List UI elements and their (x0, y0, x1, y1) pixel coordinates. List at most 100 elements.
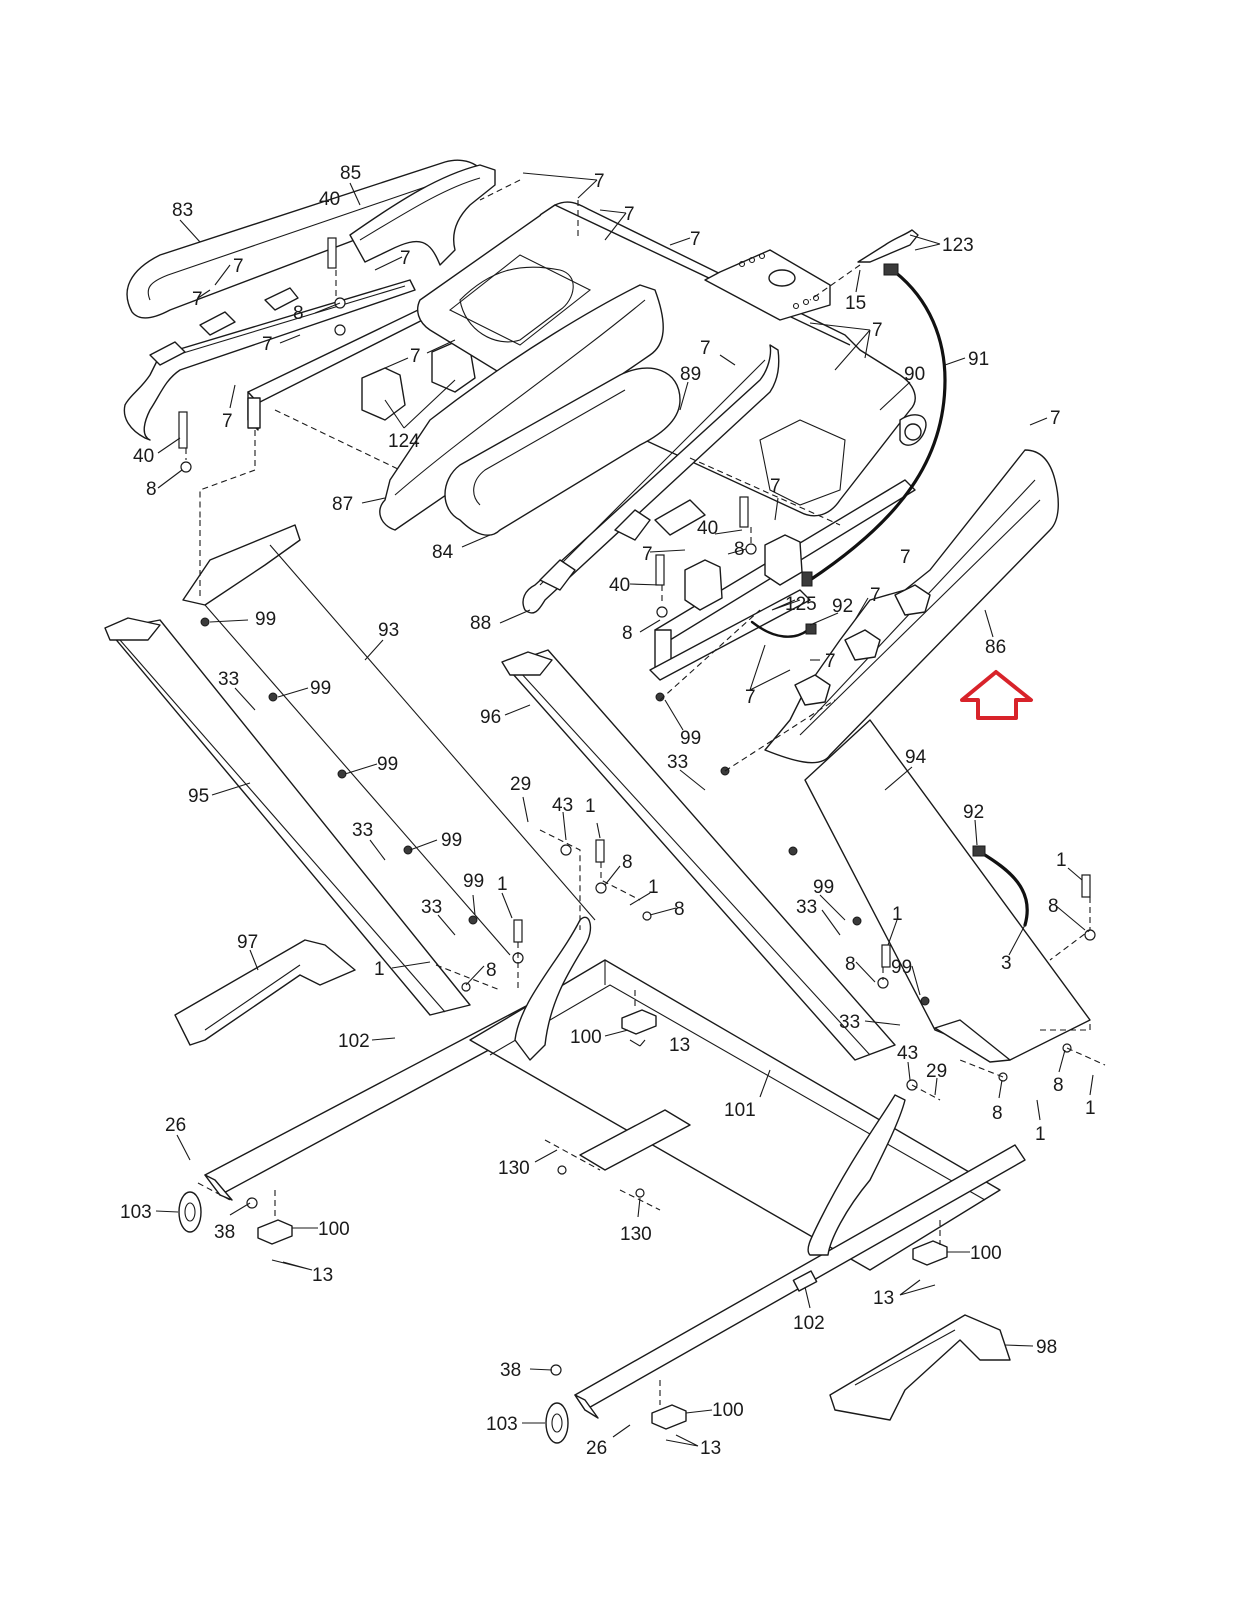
callout-102: 102 (793, 1313, 825, 1334)
callout-85: 85 (340, 163, 361, 184)
callout-7: 7 (400, 248, 411, 269)
callout-96: 96 (480, 707, 501, 728)
part-87-side-cover (379, 284, 664, 531)
part-100-feet (257, 1009, 948, 1430)
callout-40: 40 (609, 575, 630, 596)
callout-125: 125 (785, 594, 817, 615)
callout-130: 130 (498, 1158, 530, 1179)
cable-92-upper-connector (805, 623, 817, 635)
part-98-right-base-cover (829, 1314, 1011, 1421)
part-93-left-upright-cover (182, 524, 596, 956)
callout-92: 92 (963, 802, 984, 823)
callout-8: 8 (734, 539, 745, 560)
callout-7: 7 (642, 544, 653, 565)
callout-3: 3 (1001, 953, 1012, 974)
callout-92: 92 (832, 596, 853, 617)
callout-100: 100 (570, 1027, 602, 1048)
callout-99: 99 (891, 957, 912, 978)
callout-7: 7 (690, 229, 701, 250)
callout-7: 7 (594, 171, 605, 192)
callout-7: 7 (233, 256, 244, 277)
callout-29: 29 (510, 774, 531, 795)
callout-7: 7 (825, 651, 836, 672)
callout-123: 123 (942, 235, 974, 256)
callout-40: 40 (133, 446, 154, 467)
callout-7: 7 (770, 476, 781, 497)
part-88-right-rail (522, 344, 780, 614)
callout-7: 7 (624, 204, 635, 225)
callout-1: 1 (1056, 850, 1067, 871)
callout-13: 13 (669, 1035, 690, 1056)
callout-26: 26 (165, 1115, 186, 1136)
callout-8: 8 (622, 623, 633, 644)
cable-92-lower-connector (972, 845, 986, 857)
callout-43: 43 (897, 1043, 918, 1064)
callout-87: 87 (332, 494, 353, 515)
part-96-right-upright (501, 649, 896, 1061)
cable-91-connector-top (883, 263, 899, 276)
callout-7: 7 (872, 320, 883, 341)
part-123-bracket (857, 229, 919, 263)
callout-88: 88 (470, 613, 491, 634)
callout-33: 33 (421, 897, 442, 918)
callout-99: 99 (680, 728, 701, 749)
left-pivot-arm (514, 916, 906, 1256)
callout-7: 7 (262, 334, 273, 355)
callout-102: 102 (338, 1031, 370, 1052)
callout-13: 13 (700, 1438, 721, 1459)
callout-13: 13 (873, 1288, 894, 1309)
callout-84: 84 (432, 542, 454, 563)
part-85-upright-cover (349, 164, 496, 266)
callout-93: 93 (378, 620, 399, 641)
callout-1: 1 (585, 796, 596, 817)
callout-33: 33 (352, 820, 373, 841)
callout-1: 1 (497, 874, 508, 895)
callout-leader-lines (155, 172, 1094, 1447)
callout-86: 86 (985, 637, 1006, 658)
callout-13: 13 (312, 1265, 333, 1286)
callout-7: 7 (192, 289, 203, 310)
callout-101: 101 (724, 1100, 756, 1121)
callout-40: 40 (697, 518, 718, 539)
callout-124: 124 (388, 431, 420, 452)
part-84-large-cover (444, 367, 681, 536)
cable-91 (808, 270, 947, 582)
callout-98: 98 (1036, 1337, 1057, 1358)
part-103-wheel-right (545, 1402, 569, 1444)
callout-99: 99 (463, 871, 484, 892)
cable-92-upper (750, 620, 810, 638)
callout-8: 8 (992, 1103, 1003, 1124)
callout-95: 95 (188, 786, 209, 807)
cable-92-lower (978, 850, 1029, 927)
right-base-rail (574, 1144, 1026, 1419)
cable-91-connector-bottom (801, 571, 813, 587)
callout-7: 7 (222, 411, 233, 432)
console-mounting-plate (704, 249, 831, 321)
callout-103: 103 (486, 1414, 518, 1435)
callout-99: 99 (441, 830, 462, 851)
callout-1: 1 (1035, 1124, 1046, 1145)
callout-97: 97 (237, 932, 258, 953)
callout-labels: 83 85 40 7 7 7 7 7 7 7 7 7 7 7 7 7 7 7 7… (120, 163, 1096, 1459)
highlight-arrow-up-icon (960, 670, 1033, 720)
part-124-clips (361, 341, 476, 421)
callout-103: 103 (120, 1202, 152, 1223)
callout-33: 33 (796, 897, 817, 918)
callout-43: 43 (552, 795, 573, 816)
callout-100: 100 (970, 1243, 1002, 1264)
callout-1: 1 (648, 877, 659, 898)
callout-33: 33 (839, 1012, 860, 1033)
left-handrail-bracket (123, 279, 416, 441)
callout-94: 94 (905, 747, 927, 768)
callout-26: 26 (586, 1438, 607, 1459)
callout-1: 1 (892, 904, 903, 925)
part-94-right-upright-cover (804, 719, 1091, 1063)
part-103-wheel-left (178, 1191, 202, 1233)
callout-38: 38 (500, 1360, 521, 1381)
callout-33: 33 (218, 669, 239, 690)
callout-8: 8 (674, 899, 685, 920)
callout-8: 8 (1048, 896, 1059, 917)
callout-8: 8 (845, 954, 856, 975)
callout-100: 100 (712, 1400, 744, 1421)
